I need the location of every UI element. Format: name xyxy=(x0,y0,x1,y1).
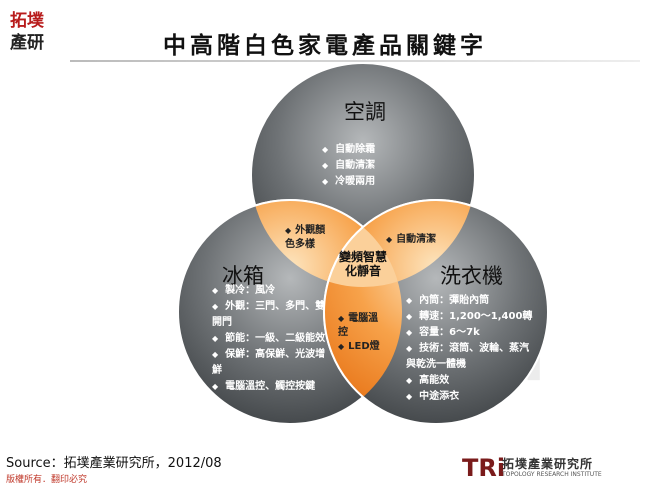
page-title: 中高階白色家電產品關鍵字 xyxy=(163,32,487,59)
fridge-item: 保鮮：高保鮮、光波增鮮 xyxy=(212,347,330,379)
svg-text:產研: 產研 xyxy=(10,32,44,53)
tri-logo-bottom-right: TRi xyxy=(462,454,505,482)
overlap-ac-fridge-label: 外觀顏色多樣 xyxy=(285,224,335,252)
tri-logo-top-left: 拓墣 產研 xyxy=(6,4,66,56)
washer-item: 技術：滾筒、波輪、蒸汽與乾洗一體機 xyxy=(406,341,538,373)
fridge-item: 電腦溫控、觸控按鍵 xyxy=(212,379,330,395)
fridge-item: 外觀：三門、多門、雙開門 xyxy=(212,299,330,331)
fridge-items: 製冷：風冷 外觀：三門、多門、雙開門 節能：一級、二級能效 保鮮：高保鮮、光波增… xyxy=(212,283,330,395)
center-keywords: 變頻智慧化靜音 xyxy=(338,250,387,278)
overlap-fridge-washer-label: 電腦溫控 LED燈 xyxy=(338,312,386,354)
fridge-item: 製冷：風冷 xyxy=(212,283,330,299)
tri-logo-mark: TRi xyxy=(462,454,505,482)
ac-item: 冷暖兩用 xyxy=(322,174,375,190)
logo-company-sub: TOPOLOGY RESEARCH INSTITUTE xyxy=(502,471,602,478)
washer-item: 轉速：1,200～1,400轉 xyxy=(406,309,538,325)
ac-item: 自動除霜 xyxy=(322,142,375,158)
logo-company-name: 拓墣產業研究所 xyxy=(502,457,594,471)
source-note: Source：拓墣產業研究所，2012/08 xyxy=(6,456,222,471)
overlap-ac-washer-label: 自動清潔 xyxy=(386,233,438,247)
ac-items: 自動除霜 自動清潔 冷暖兩用 xyxy=(322,142,375,190)
washer-item: 高能效 xyxy=(406,373,538,389)
title-divider xyxy=(70,60,640,62)
logo-char-2: 產研 xyxy=(10,32,44,53)
logo-char-1: 拓墣 xyxy=(10,11,44,31)
ac-title: 空調 xyxy=(344,100,386,124)
washer-item: 內筒：彈貽內筒 xyxy=(406,293,538,309)
ac-item: 自動清潔 xyxy=(322,158,375,174)
washer-items: 內筒：彈貽內筒 轉速：1,200～1,400轉 容量：6～7k 技術：滾筒、波輪… xyxy=(406,293,538,405)
fridge-item: 節能：一級、二級能效 xyxy=(212,331,330,347)
overlap-center xyxy=(323,200,402,287)
washer-item: 容量：6～7k xyxy=(406,325,538,341)
copyright-note: 版權所有．翻印必究 xyxy=(6,475,88,485)
svg-text:TRi: TRi xyxy=(462,454,505,482)
washer-title: 洗衣機 xyxy=(440,264,503,288)
washer-item: 中途添衣 xyxy=(406,389,538,405)
svg-text:拓墣: 拓墣 xyxy=(10,11,44,31)
